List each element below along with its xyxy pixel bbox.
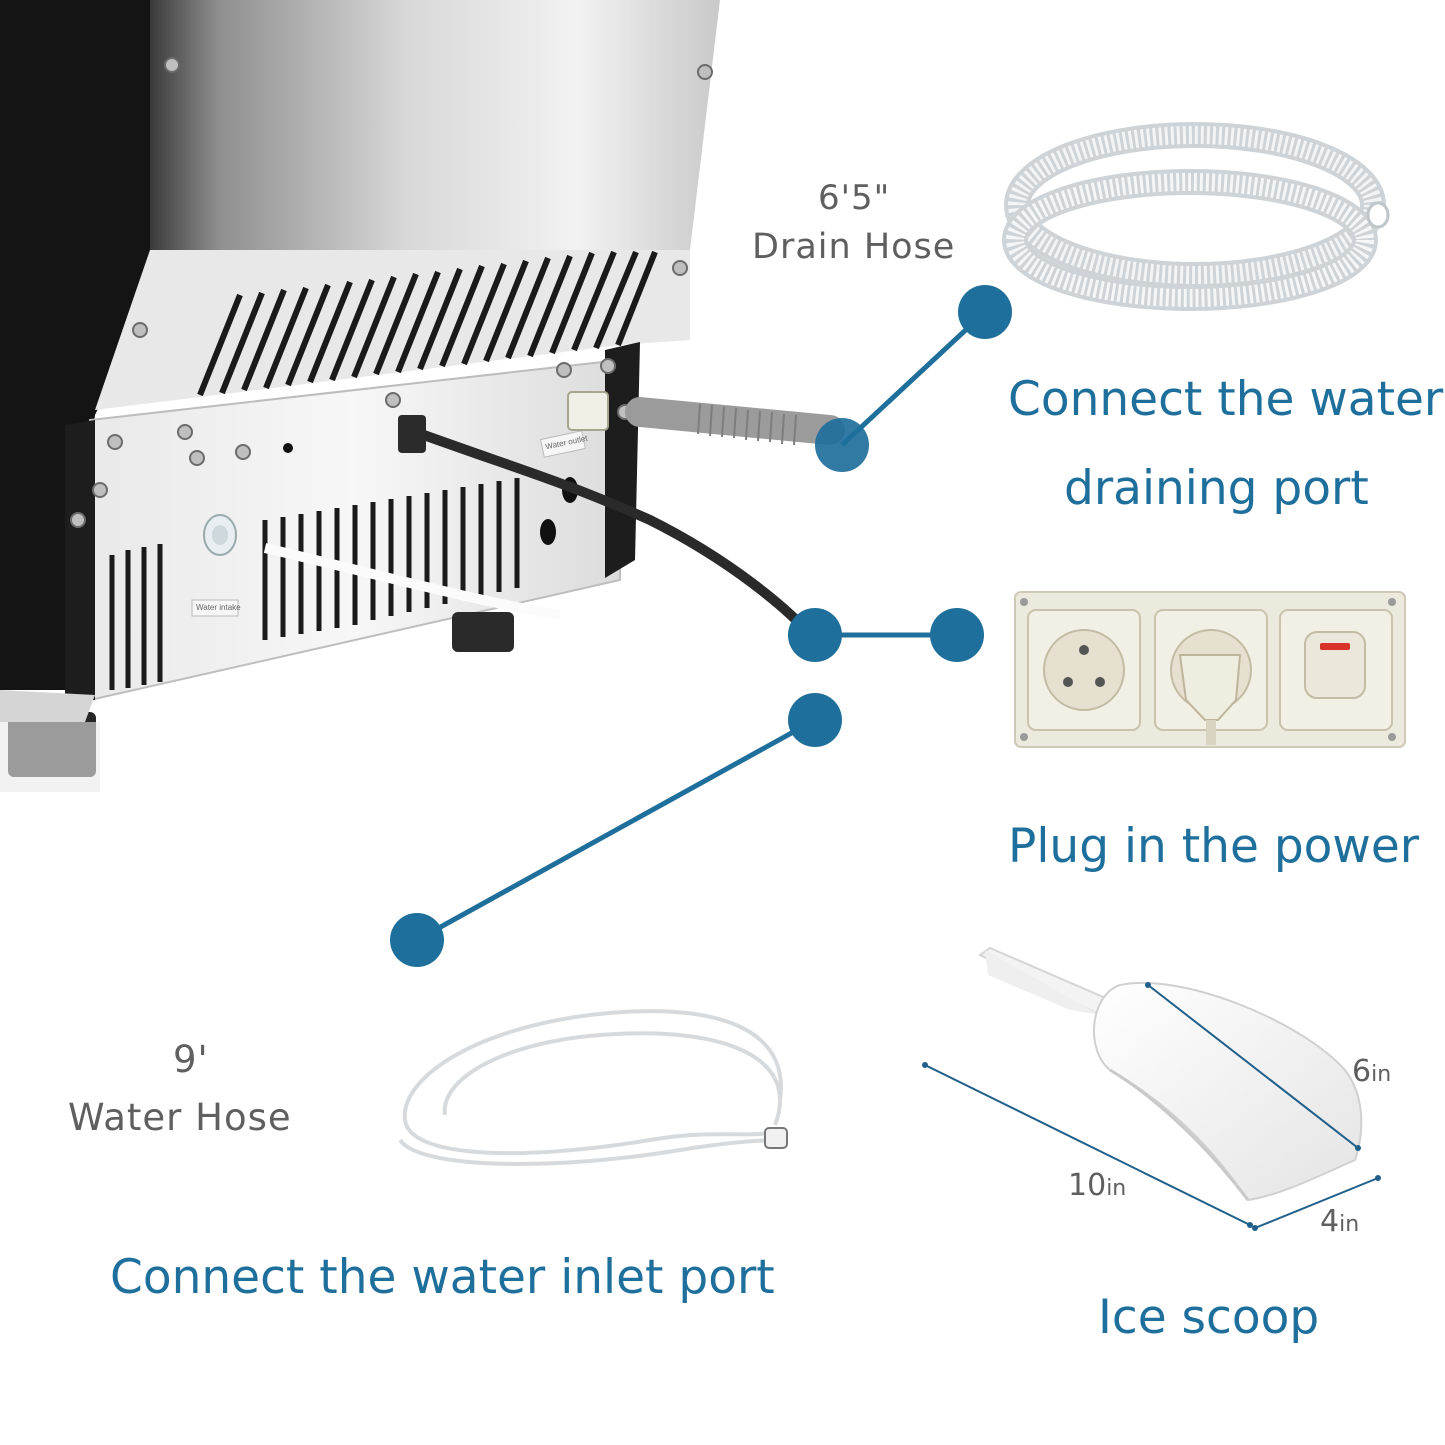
water-hose-image (398, 1009, 788, 1166)
scoop-dim-length-value: 10 (1068, 1168, 1107, 1203)
scoop-dim-height-value: 6 (1352, 1054, 1372, 1089)
power-step-label: Plug in the power (1008, 819, 1420, 874)
scoop-dim-width-value: 4 (1320, 1204, 1340, 1239)
drain-step-line1: Connect the water (1008, 372, 1444, 427)
water-hose-name: Water Hose (68, 1096, 292, 1139)
callout-connectors (390, 285, 1012, 967)
scoop-dim-height-unit: in (1371, 1062, 1392, 1087)
power-socket-image (1014, 591, 1406, 748)
water-hose-length: 9' (173, 1038, 209, 1081)
inlet-step-label: Connect the water inlet port (110, 1250, 775, 1305)
water-intake-label: Water intake (196, 603, 241, 612)
ice-machine-image (0, 0, 845, 792)
ice-scoop-image (922, 946, 1381, 1231)
scoop-dim-height: 6in (1352, 1054, 1391, 1089)
scoop-dim-width: 4in (1320, 1204, 1359, 1239)
drain-hose-name: Drain Hose (752, 227, 956, 267)
scoop-dim-length-unit: in (1106, 1176, 1127, 1201)
drain-hose-length: 6'5" (818, 178, 891, 218)
scoop-dim-length: 10in (1068, 1168, 1126, 1203)
ice-scoop-label: Ice scoop (1098, 1290, 1320, 1345)
scoop-dim-width-unit: in (1339, 1212, 1360, 1237)
drain-hose-image (1002, 122, 1390, 311)
drain-step-line2: draining port (1064, 461, 1369, 516)
